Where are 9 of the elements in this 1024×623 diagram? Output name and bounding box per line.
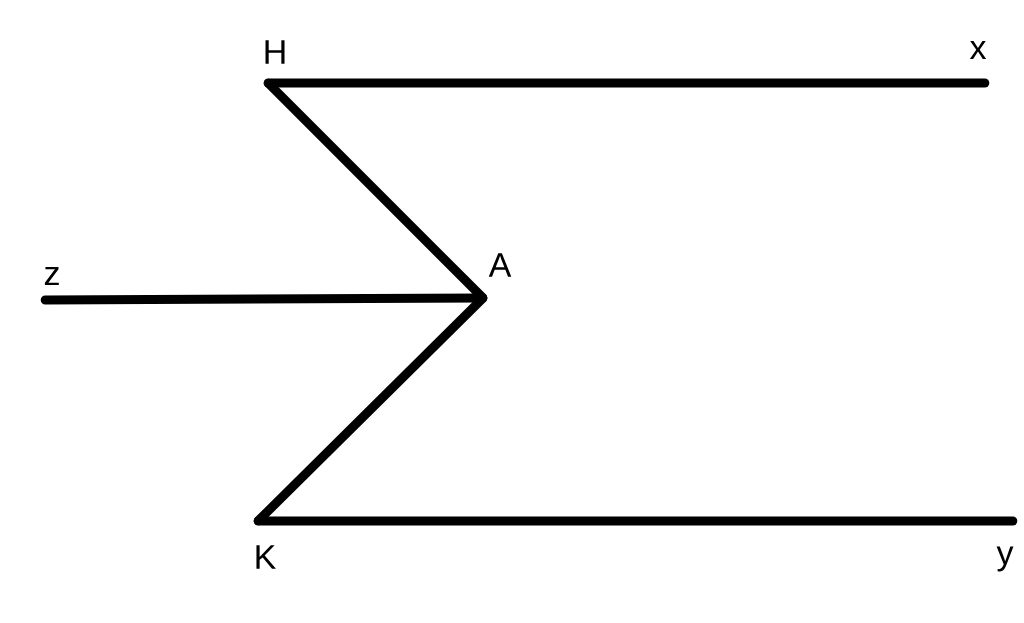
point-label: A (488, 253, 512, 277)
point-label: K (256, 545, 276, 569)
line-segment (40, 293, 488, 305)
point-label: z (44, 267, 59, 285)
point-label: H (265, 40, 285, 64)
line-segment (253, 516, 1018, 526)
line-segment (263, 78, 990, 88)
point-label: x (969, 41, 987, 59)
point-label: y (996, 546, 1014, 572)
